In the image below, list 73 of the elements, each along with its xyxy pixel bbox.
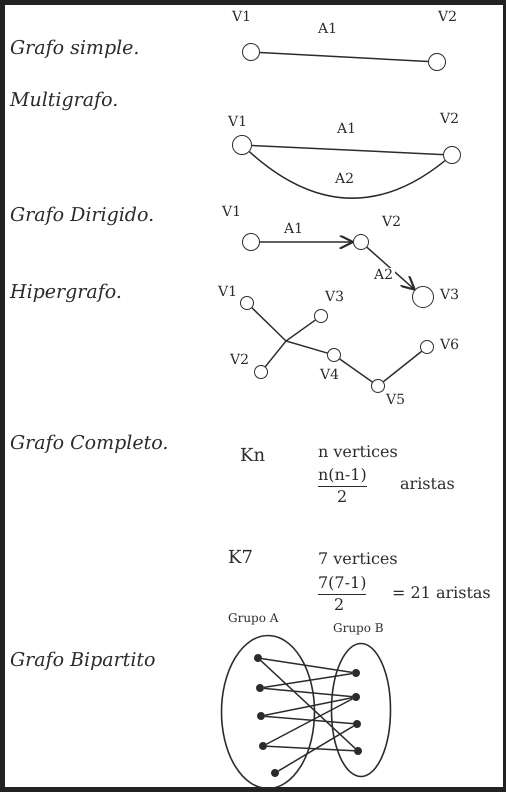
fraction-numerator: n(n-1) <box>318 466 367 487</box>
formula-label: aristas <box>400 475 455 493</box>
edge-line <box>278 725 354 772</box>
vertex-circle <box>371 379 385 393</box>
graph-type-title: Multigrafo. <box>10 90 118 111</box>
vertex-dot <box>352 693 360 701</box>
graph-type-title: Hipergrafo. <box>10 282 122 303</box>
edge-line <box>339 358 373 383</box>
edge-line <box>262 658 352 674</box>
edge-line <box>264 688 352 698</box>
edge-line <box>252 144 444 156</box>
graph-type-title: Grafo Bipartito <box>10 650 156 671</box>
vertex-label: V3 <box>325 290 344 306</box>
vertex-circle <box>242 43 260 61</box>
edge-line <box>248 151 446 199</box>
vertex-dot <box>259 742 267 750</box>
edge-line <box>260 52 428 62</box>
edge-line <box>264 716 354 724</box>
graph-type-title: Grafo simple. <box>10 38 140 59</box>
vertex-label: V5 <box>386 393 406 408</box>
vertex-circle <box>240 296 254 310</box>
vertex-dot <box>353 720 361 728</box>
edge-line <box>266 698 353 745</box>
formula-label: K7 <box>228 548 253 568</box>
vertex-label: V1 <box>232 10 252 26</box>
arrow <box>260 234 354 250</box>
vertex-circle <box>314 309 328 323</box>
vertex-label: V3 <box>440 288 460 304</box>
edge-line <box>264 319 316 368</box>
vertex-circle <box>420 340 434 354</box>
vertex-label: V2 <box>230 353 250 368</box>
edge-line <box>252 307 328 354</box>
formula-label: Kn <box>240 446 266 466</box>
arrow <box>366 246 416 291</box>
vertex-circle <box>443 146 461 164</box>
edge-line <box>383 350 422 382</box>
vertex-circle <box>428 53 446 71</box>
vertex-dot <box>257 712 265 720</box>
vertex-circle <box>242 233 260 251</box>
edge-line <box>264 697 352 716</box>
edge-line <box>260 660 356 749</box>
vertex-label: V1 <box>218 285 238 300</box>
fraction-denominator: 2 <box>334 596 344 614</box>
vertex-dot <box>256 684 264 692</box>
vertex-dot <box>254 654 262 662</box>
vertex-label: V4 <box>320 368 340 384</box>
vertex-label: V1 <box>222 205 242 220</box>
vertex-label: V6 <box>440 338 460 354</box>
edge-line <box>266 745 354 752</box>
vertex-label: V2 <box>440 112 460 128</box>
group-label: Grupo A <box>228 612 278 626</box>
graph-type-title: Grafo Completo. <box>10 433 168 454</box>
group-label: Grupo B <box>333 622 384 636</box>
group-ellipse <box>220 612 316 790</box>
fraction-numerator: 7(7-1) <box>318 574 366 595</box>
formula-label: = 21 aristas <box>392 584 491 602</box>
vertex-label: V2 <box>382 215 402 230</box>
vertex-label: V1 <box>228 115 248 130</box>
vertex-circle <box>353 234 369 250</box>
vertex-circle <box>327 348 341 362</box>
vertex-dot <box>271 769 279 777</box>
vertex-circle <box>412 286 434 308</box>
vertex-label: V2 <box>438 10 458 26</box>
vertex-circle <box>232 135 252 155</box>
formula-label: 7 vertices <box>318 550 398 568</box>
vertex-dot <box>354 747 362 755</box>
formula-label: n vertices <box>318 443 398 461</box>
edge-line <box>264 672 352 688</box>
fraction-denominator: 2 <box>337 488 348 506</box>
vertex-circle <box>254 365 268 379</box>
group-ellipse <box>330 622 392 778</box>
graph-type-title: Grafo Dirigido. <box>10 205 154 226</box>
vertex-dot <box>352 669 360 677</box>
